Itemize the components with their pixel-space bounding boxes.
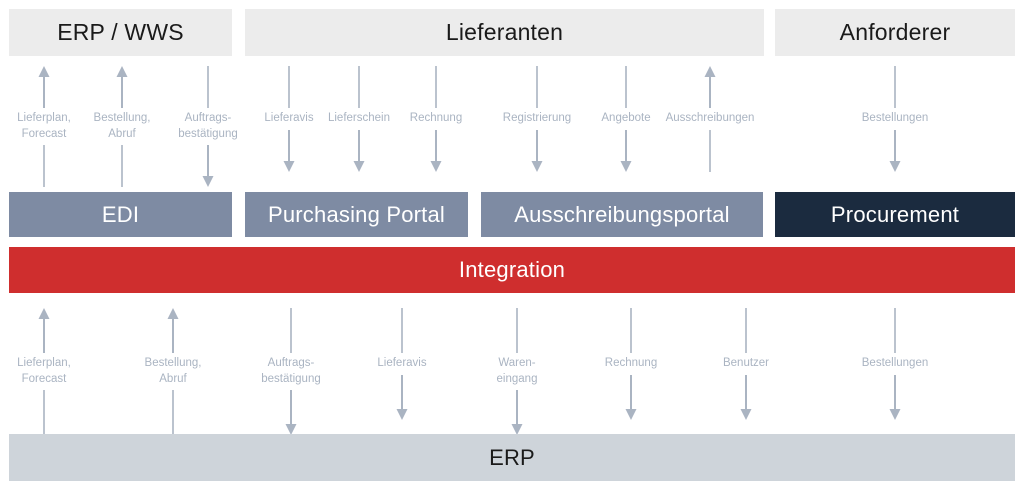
flow-segment-top [738,308,754,353]
flow-segment-top [283,308,299,353]
flow-label: Bestellung, Abruf [93,112,151,140]
flow-label: Lieferavis [264,112,314,124]
flow-segment-top [428,66,444,108]
flow-segment-top [281,66,297,108]
flow-segment-bottom [702,129,718,172]
flow-segment-bottom [200,145,216,188]
flow-segment-bottom [623,374,639,420]
header-box-erp-wws: ERP / WWS [9,9,232,56]
flow-waren-eingang: Waren- eingang [457,308,577,436]
flow-angebote: Angebote [566,66,686,172]
flow-label: Auftrags- bestätigung [261,357,321,385]
flow-label: Bestellungen [861,357,929,369]
flow-segment-bottom [351,129,367,172]
flow-segment-bottom [36,145,52,188]
layer-box-ausschreibungsportal[interactable]: Ausschreibungsportal [481,192,763,237]
header-box-lieferanten: Lieferanten [245,9,764,56]
flow-rechnung: Rechnung [571,308,691,420]
flow-lieferavis: Lieferavis [229,66,349,172]
flow-segment-bottom [509,390,525,436]
flow-segment-bottom [114,145,130,188]
flow-label: Lieferavis [377,357,427,369]
flow-segment-bottom [394,374,410,420]
flow-segment-top [623,308,639,353]
flow-lieferplan-forecast: Lieferplan, Forecast [0,308,104,436]
flow-segment-top [165,308,181,353]
flow-segment-bottom [283,390,299,436]
integration-bar: Integration [9,247,1015,293]
flow-bestellungen: Bestellungen [835,308,955,420]
flow-rechnung: Rechnung [376,66,496,172]
flow-label: Rechnung [604,357,658,369]
flow-segment-top [394,308,410,353]
flow-segment-bottom [887,374,903,420]
flow-segment-top [351,66,367,108]
flow-segment-bottom [618,129,634,172]
flow-label: Lieferschein [327,112,390,124]
flow-label: Benutzer [722,357,770,369]
flow-auftrags-bestaetigung: Auftrags- bestätigung [148,66,268,188]
flow-segment-bottom [36,390,52,436]
flow-label: Auftrags- bestätigung [178,112,238,140]
layer-box-purchasing-portal[interactable]: Purchasing Portal [245,192,468,237]
flow-lieferavis: Lieferavis [342,308,462,420]
flow-segment-top [887,308,903,353]
flow-label: Registrierung [502,112,572,124]
erp-bar: ERP [9,434,1015,481]
flow-segment-bottom [887,129,903,172]
layer-box-edi[interactable]: EDI [9,192,232,237]
flow-segment-top [36,308,52,353]
flow-segment-top [36,66,52,108]
flow-segment-top [887,66,903,108]
flow-segment-bottom [529,129,545,172]
flow-bestellung-abruf: Bestellung, Abruf [62,66,182,188]
flow-lieferschein: Lieferschein [299,66,419,172]
layer-box-procurement[interactable]: Procurement [775,192,1015,237]
flow-segment-top [529,66,545,108]
flow-segment-top [702,66,718,108]
flow-label: Rechnung [409,112,463,124]
flow-label: Lieferplan, Forecast [17,357,71,385]
flow-segment-bottom [281,129,297,172]
flow-bestellungen: Bestellungen [835,66,955,172]
flow-registrierung: Registrierung [477,66,597,172]
flow-segment-bottom [428,129,444,172]
flow-label: Bestellungen [861,112,929,124]
flow-auftrags-bestaetigung: Auftrags- bestätigung [231,308,351,436]
flow-label: Waren- eingang [496,357,538,385]
flow-segment-top [509,308,525,353]
flow-bestellung-abruf: Bestellung, Abruf [113,308,233,436]
flow-segment-bottom [165,390,181,436]
flow-label: Ausschreibungen [665,112,755,124]
flow-benutzer: Benutzer [686,308,806,420]
flow-segment-bottom [738,374,754,420]
flow-lieferplan-forecast: Lieferplan, Forecast [0,66,104,188]
flow-label: Bestellung, Abruf [144,357,202,385]
flow-segment-top [200,66,216,108]
flow-label: Angebote [601,112,651,124]
flow-label: Lieferplan, Forecast [17,112,71,140]
flow-segment-top [114,66,130,108]
header-box-anforderer: Anforderer [775,9,1015,56]
flow-ausschreibungen: Ausschreibungen [650,66,770,172]
flow-segment-top [618,66,634,108]
